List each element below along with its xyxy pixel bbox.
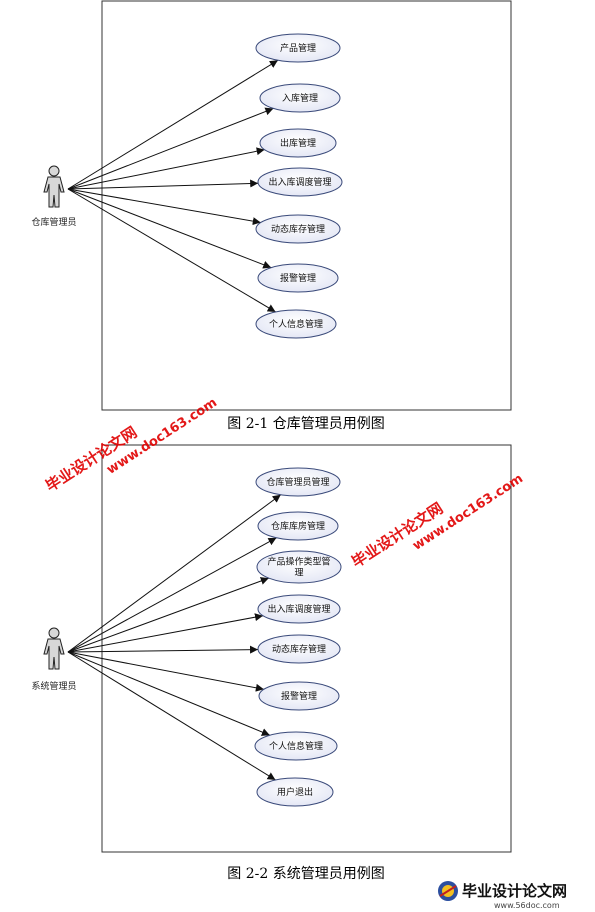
actor-head <box>48 165 60 177</box>
association-arrow <box>67 107 274 190</box>
use-case: 入库管理 <box>67 83 341 190</box>
use-case: 动态库存管理 <box>67 634 341 664</box>
use-case-ellipse <box>257 511 339 541</box>
use-case-ellipse <box>255 467 341 497</box>
use-case-group: 仓库管理员管理仓库库房管理产品操作类型管理出入库调度管理动态库存管理报警管理个人… <box>67 467 342 807</box>
use-case-label: 动态库存管理 <box>271 223 325 235</box>
use-case-label: 产品操作类型管 <box>267 556 330 568</box>
figure-caption: 图 2-2 系统管理员用例图 <box>227 866 384 882</box>
watermark-2: 毕业设计论文网 www.doc163.com <box>348 471 526 571</box>
figure-caption: 图 2-1 仓库管理员用例图 <box>227 416 384 432</box>
watermark-1: 毕业设计论文网 www.doc163.com <box>42 395 220 495</box>
use-case: 仓库管理员管理 <box>67 467 341 653</box>
use-case-label: 个人信息管理 <box>269 318 323 330</box>
logo-emblem-icon <box>438 881 458 901</box>
use-case-label: 用户退出 <box>277 786 313 798</box>
use-case: 用户退出 <box>67 651 334 807</box>
association-arrow <box>67 577 269 653</box>
use-case-ellipse <box>256 550 342 584</box>
use-case-label: 理 <box>294 568 303 579</box>
use-case-label: 个人信息管理 <box>269 740 323 752</box>
use-case-label: 仓库库房管理 <box>271 520 325 532</box>
association-arrow <box>67 537 277 653</box>
use-case: 出库管理 <box>67 128 337 190</box>
use-case-ellipse <box>259 83 341 113</box>
association-arrow <box>67 645 259 654</box>
association-arrow <box>67 651 264 692</box>
use-case-ellipse <box>258 681 340 711</box>
diagram-frame <box>101 0 512 411</box>
use-case-ellipse <box>257 594 341 624</box>
association-arrow <box>67 188 261 226</box>
association-arrow <box>67 188 272 269</box>
use-case-ellipse <box>257 167 343 197</box>
logo-url: www.56doc.com <box>494 901 560 910</box>
use-case: 出入库调度管理 <box>67 594 341 653</box>
use-case: 出入库调度管理 <box>67 167 343 197</box>
actor-head <box>48 627 60 639</box>
use-case-ellipse <box>257 263 339 293</box>
use-case: 动态库存管理 <box>67 188 341 244</box>
use-case-ellipse <box>257 634 341 664</box>
use-case-label: 仓库管理员管理 <box>266 476 329 488</box>
actor-label: 仓库管理员 <box>31 216 76 228</box>
actor-system-admin <box>43 627 65 670</box>
association-arrow <box>67 188 276 313</box>
use-case-label: 出库管理 <box>280 137 316 149</box>
use-case-label: 动态库存管理 <box>272 643 326 655</box>
actor-label: 系统管理员 <box>31 680 76 692</box>
diagram-frame <box>101 444 512 853</box>
association-arrow <box>67 613 264 653</box>
use-case: 报警管理 <box>67 188 339 293</box>
association-arrow <box>67 651 271 736</box>
use-case-label: 报警管理 <box>281 690 317 702</box>
use-case: 个人信息管理 <box>67 651 338 761</box>
association-arrow <box>67 494 282 653</box>
association-arrow <box>67 147 265 190</box>
site-logo: 毕业设计论文网 www.56doc.com <box>438 881 567 910</box>
association-arrow <box>67 651 276 781</box>
diagram-warehouse-admin: 仓库管理员 产品管理入库管理出库管理出入库调度管理动态库存管理报警管理个人信息管… <box>31 0 512 432</box>
actor-body <box>43 176 65 208</box>
use-case-label: 入库管理 <box>282 92 318 104</box>
use-case-ellipse <box>259 128 337 158</box>
use-case-label: 出入库调度管理 <box>268 176 331 188</box>
diagram-system-admin: 系统管理员 仓库管理员管理仓库库房管理产品操作类型管理出入库调度管理动态库存管理… <box>31 444 512 882</box>
use-case-ellipse <box>255 309 337 339</box>
use-case-ellipse <box>254 731 338 761</box>
actor-warehouse-admin <box>43 165 65 208</box>
use-case-ellipse <box>256 777 334 807</box>
association-arrow <box>67 59 279 190</box>
logo-text: 毕业设计论文网 <box>462 882 567 900</box>
use-case-label: 出入库调度管理 <box>267 603 330 615</box>
use-case-label: 报警管理 <box>280 272 316 284</box>
use-case-ellipse <box>255 33 341 63</box>
use-case-ellipse <box>255 214 341 244</box>
use-case: 仓库库房管理 <box>67 511 339 653</box>
use-case: 产品管理 <box>67 33 341 190</box>
use-case: 报警管理 <box>67 651 340 711</box>
use-case: 个人信息管理 <box>67 188 337 339</box>
actor-body <box>43 638 65 670</box>
association-arrow <box>67 179 259 190</box>
use-case-label: 产品管理 <box>280 42 316 54</box>
